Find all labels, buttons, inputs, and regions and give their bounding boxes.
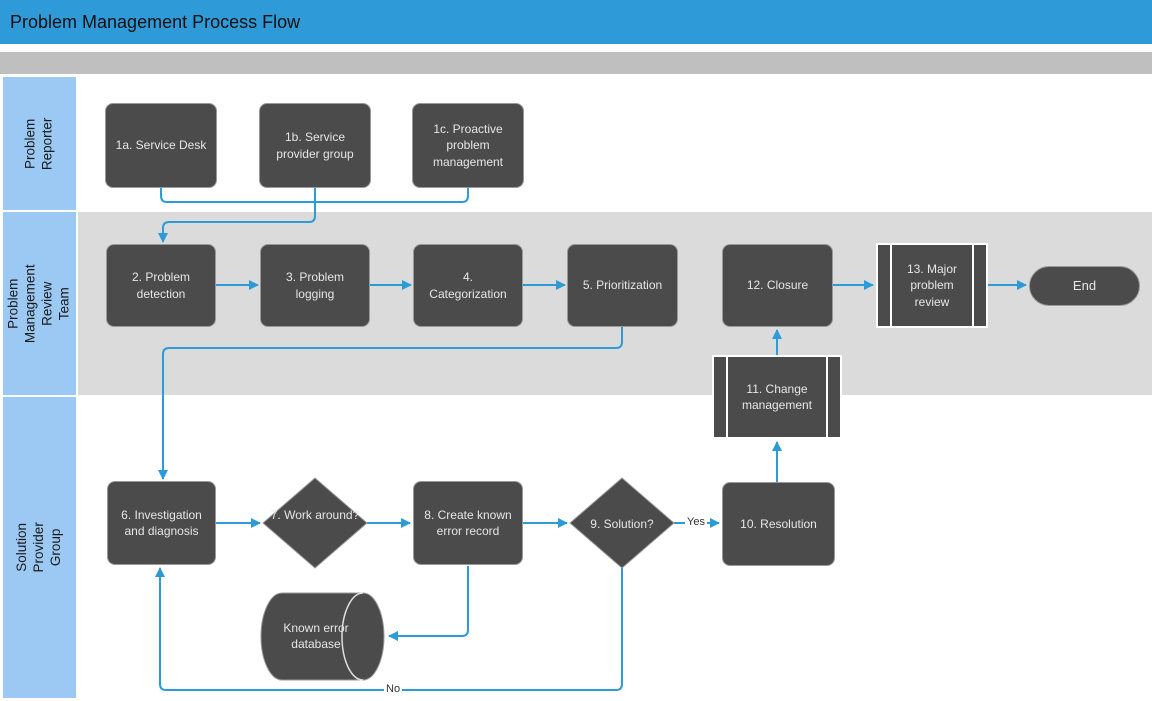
node-label: 1b. Service provider group <box>276 130 354 161</box>
node-6-investigation-and-diagnosis[interactable]: 6. Investigation and diagnosis <box>107 481 216 565</box>
phase-header-bar <box>0 52 1152 74</box>
node-1c-proactive-problem-management[interactable]: 1c. Proactive problem management <box>412 103 524 188</box>
lane-label-text: Problem Reporter <box>22 117 55 170</box>
edge-1b-to-2 <box>158 188 316 243</box>
node-5-prioritization[interactable]: 5. Prioritization <box>567 244 678 327</box>
node-label: 3. Problem logging <box>285 270 345 301</box>
lane-solution-provider-group: Solution Provider Group <box>3 397 76 698</box>
node-10-resolution[interactable]: 10. Resolution <box>722 482 835 566</box>
edge-label-yes: Yes <box>685 516 707 529</box>
edge-5-to-6 <box>158 327 623 480</box>
lane-label-text: Solution Provider Group <box>14 522 63 573</box>
node-label: 6. Investigation and diagnosis <box>121 507 202 538</box>
node-9-decision-shape[interactable] <box>569 477 675 569</box>
database-seam-line <box>341 592 364 681</box>
node-label: 11. Change management <box>741 381 813 412</box>
node-label: 5. Prioritization <box>582 278 663 293</box>
node-9-label: 9. Solution? <box>590 517 654 531</box>
node-13-major-problem-review[interactable]: 13. Major problem review <box>876 243 988 328</box>
node-7-decision-shape[interactable] <box>262 477 368 569</box>
divider-line <box>972 245 974 326</box>
node-12-closure[interactable]: 12. Closure <box>722 244 833 327</box>
page-title: Problem Management Process Flow <box>0 0 1152 44</box>
node-label: 12. Closure <box>746 278 809 293</box>
node-end-terminator[interactable]: End <box>1029 266 1140 306</box>
node-label: End <box>1072 278 1097 294</box>
node-1a-service-desk[interactable]: 1a. Service Desk <box>105 103 217 188</box>
lane-problem-management-review-team: Problem Management Review Team <box>3 212 76 395</box>
node-1b-service-provider-group[interactable]: 1b. Service provider group <box>259 103 371 188</box>
edge-8-to-database <box>388 566 469 641</box>
node-4-categorization[interactable]: 4. Categorization <box>413 244 523 327</box>
divider-line <box>890 245 892 326</box>
divider-line <box>826 357 828 437</box>
node-label: 10. Resolution <box>740 516 817 531</box>
known-error-database-label: Known error database <box>283 621 349 652</box>
node-label: 8. Create known error record <box>424 507 512 538</box>
node-3-problem-logging[interactable]: 3. Problem logging <box>260 244 370 327</box>
edge-label-no: No <box>384 683 403 696</box>
node-label: 4. Categorization <box>429 270 507 301</box>
node-2-problem-detection[interactable]: 2. Problem detection <box>106 244 216 327</box>
divider-line <box>726 357 728 437</box>
node-11-change-management[interactable]: 11. Change management <box>712 355 842 439</box>
node-8-create-known-error-record[interactable]: 8. Create known error record <box>413 481 523 565</box>
lane-problem-reporter: Problem Reporter <box>3 77 76 210</box>
node-label: 1a. Service Desk <box>115 138 207 153</box>
lane-label-text: Problem Management Review Team <box>5 264 72 343</box>
node-7-label: 7. Work around? <box>270 508 360 522</box>
node-label: 13. Major problem review <box>906 262 958 309</box>
node-label: 2. Problem detection <box>131 270 191 301</box>
node-label: 1c. Proactive problem management <box>432 122 504 169</box>
edge-9-no-to-6 <box>155 567 623 691</box>
